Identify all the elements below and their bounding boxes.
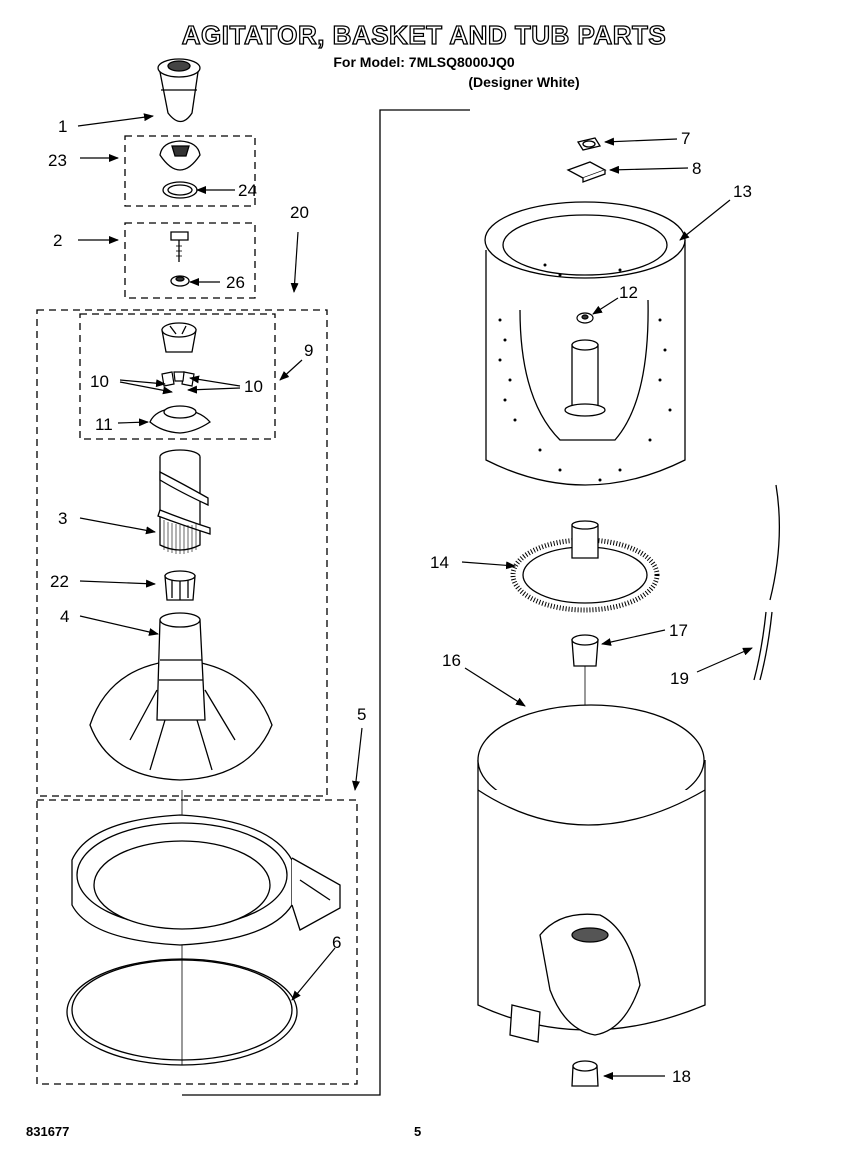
callout-7: 7 — [681, 129, 690, 148]
part-18-drain-plug — [571, 1060, 599, 1087]
callout-14: 14 — [430, 553, 449, 572]
assembly-connector-line — [182, 109, 470, 1096]
part-10-dogs — [161, 371, 195, 387]
callout-23: 23 — [48, 151, 67, 170]
part-26-washer — [170, 275, 190, 287]
callout-6: 6 — [332, 933, 341, 952]
callout-3: 3 — [58, 509, 67, 528]
part-3-auger — [157, 449, 211, 554]
group-box-20 — [36, 309, 328, 797]
callout-8: 8 — [692, 159, 701, 178]
callout-16: 16 — [442, 651, 461, 670]
part-8-nut — [566, 161, 607, 183]
part-9-cam-top — [161, 322, 197, 353]
callout-24: 24 — [238, 181, 257, 200]
part-11-cam — [149, 405, 211, 434]
part-23-cap-insert — [159, 140, 201, 171]
part-1-agitator-cap — [157, 58, 201, 123]
part-6-gasket — [66, 958, 298, 1066]
callout-5: 5 — [357, 705, 366, 724]
callout-13: 13 — [733, 182, 752, 201]
callout-26: 26 — [226, 273, 245, 292]
callout-11: 11 — [95, 415, 113, 434]
page-title: AGITATOR, BASKET AND TUB PARTS — [181, 19, 667, 50]
callout-22: 22 — [50, 572, 69, 591]
callout-12: 12 — [619, 283, 638, 302]
callout-4: 4 — [60, 607, 69, 626]
part-19-hose — [753, 484, 781, 681]
callout-1: 1 — [58, 117, 67, 136]
group-box-2 — [124, 222, 256, 299]
group-box-9 — [79, 313, 276, 440]
part-2-bolt — [170, 231, 189, 262]
part-4-agitator-base — [89, 612, 273, 781]
callout-2: 2 — [53, 231, 62, 250]
part-7-clip — [576, 137, 602, 151]
page-number: 5 — [414, 1124, 422, 1139]
part-14-brake — [510, 520, 660, 613]
part-17-coupling — [571, 634, 599, 667]
callout-18: 18 — [672, 1067, 691, 1086]
part-12-hub-nut — [576, 312, 594, 324]
part-22-agitator-drive — [164, 570, 196, 601]
callout-19: 19 — [670, 669, 689, 688]
group-box-23 — [124, 135, 256, 207]
doc-number: 831677 — [26, 1124, 70, 1139]
callout-20: 20 — [290, 203, 309, 222]
model-line: For Model: 7MLSQ8000JQ0 — [333, 54, 515, 70]
part-24-o-ring — [162, 181, 198, 199]
part-13-basket — [484, 201, 686, 486]
callout-10-right: 10 — [244, 377, 263, 396]
callout-17: 17 — [669, 621, 688, 640]
finish-line: (Designer White) — [468, 74, 580, 90]
group-box-5 — [36, 799, 358, 1085]
part-16-tub — [477, 704, 706, 1043]
callout-10-left: 10 — [90, 372, 109, 391]
part-5-tub-ring — [71, 814, 341, 946]
callout-9: 9 — [304, 341, 313, 360]
